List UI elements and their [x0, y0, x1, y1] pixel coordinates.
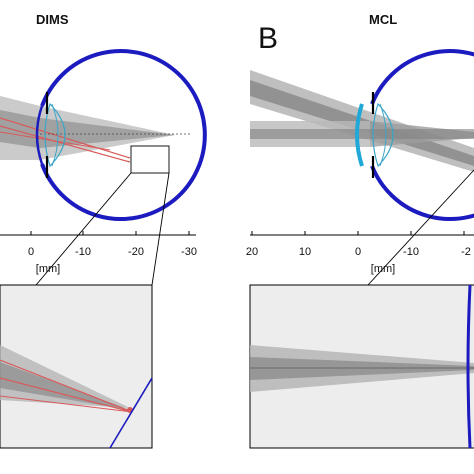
dims-defocus-ray — [0, 131, 111, 151]
dims-eyeball-outline — [40, 49, 207, 221]
dims-x-axis-label: [mm] — [36, 263, 60, 275]
mcl-contact-lens — [355, 103, 364, 167]
panel-mcl-letter: B — [258, 22, 278, 55]
dims-defocus-ray — [0, 125, 131, 163]
panel-dims: DIMS 0 -10 -20 -30 [mm] — [0, 12, 207, 449]
mcl-x-axis-label: [mm] — [371, 263, 395, 275]
mcl-tick-label: 10 — [299, 246, 311, 258]
dims-tick-label: 0 — [28, 246, 34, 258]
panel-mcl: B MCL 20 10 0 -10 -2 [mm] — [246, 12, 474, 449]
panel-dims-title: DIMS — [36, 12, 69, 27]
mcl-eyeball-outline — [370, 49, 474, 221]
mcl-tick-label: 0 — [355, 246, 361, 258]
mcl-tick-label: -10 — [403, 246, 419, 258]
dims-tick-label: -30 — [181, 246, 197, 258]
mcl-lens-back — [379, 103, 387, 167]
mcl-axial-beam-core — [250, 129, 474, 139]
dims-tick-label: -10 — [75, 246, 91, 258]
mcl-crystalline-lens — [372, 102, 394, 168]
dims-beam-inner — [0, 110, 175, 148]
dims-inset-retina — [109, 377, 153, 449]
dims-inset-defocus-ray — [0, 359, 133, 413]
panel-mcl-title: MCL — [369, 12, 397, 27]
mcl-inset-retina — [466, 284, 472, 449]
dims-zoom-box — [130, 145, 170, 174]
dims-zoom-connector — [151, 172, 170, 286]
mcl-tick-label: 20 — [246, 246, 258, 258]
dims-lens-back — [51, 103, 59, 167]
dims-cornea — [35, 105, 44, 165]
mcl-zoom-connector — [367, 169, 474, 286]
dims-inset-defocus-ray — [0, 377, 133, 413]
mcl-tick-label: -2 — [461, 246, 471, 258]
dims-tick-label: -20 — [128, 246, 144, 258]
dims-crystalline-lens — [44, 102, 66, 168]
dims-inset-defocus-ray — [0, 395, 133, 413]
mcl-inset-beam-inner — [250, 357, 474, 380]
dims-zoom-connector — [35, 172, 132, 286]
